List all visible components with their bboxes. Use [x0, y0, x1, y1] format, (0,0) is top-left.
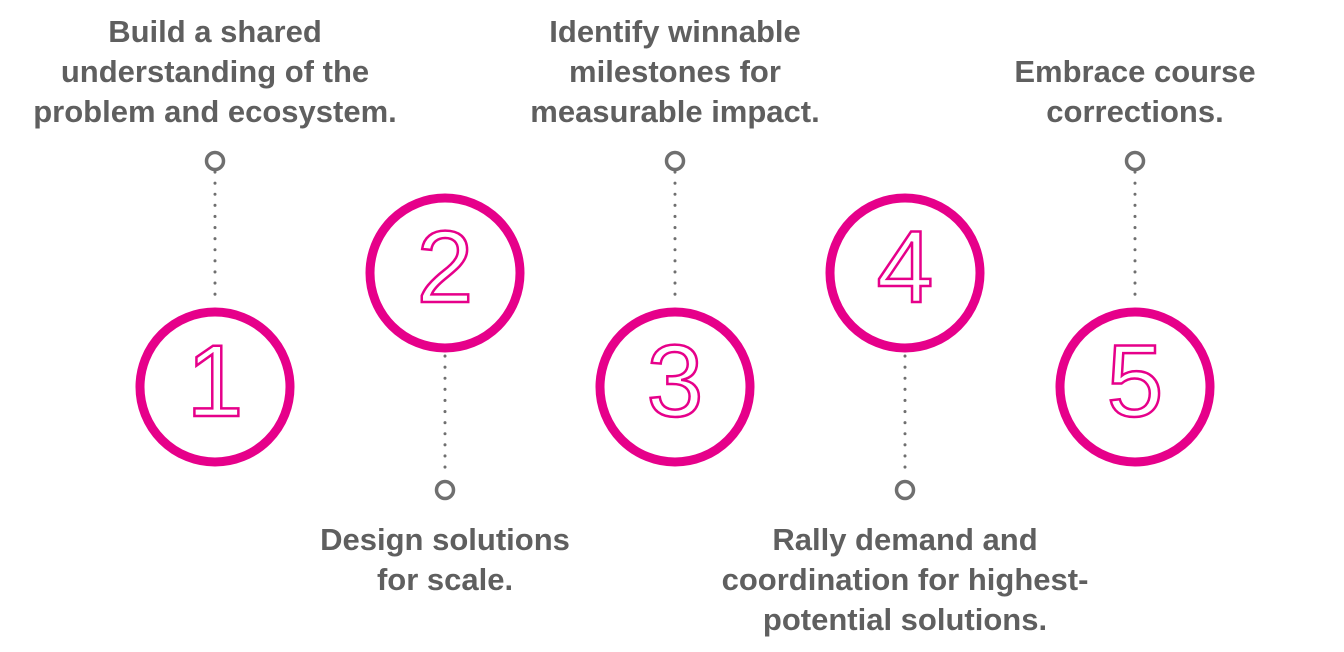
- step-2-number: 2: [417, 210, 474, 324]
- step-1-circle: 1: [135, 307, 295, 467]
- step-4-circle: 4: [825, 193, 985, 353]
- connector-1: [204, 150, 226, 306]
- step-2-description: Design solutions for scale.: [320, 522, 570, 597]
- step-2-circle: 2: [365, 193, 525, 353]
- connector-1-marker: [204, 150, 226, 172]
- connector-5-marker: [1124, 150, 1146, 172]
- step-3-description: Identify winnable milestones for measura…: [530, 14, 820, 129]
- step-5-circle: 5: [1055, 307, 1215, 467]
- connector-3: [664, 150, 686, 306]
- step-1-description: Build a shared understanding of the prob…: [33, 14, 397, 129]
- step-4-number: 4: [877, 210, 934, 324]
- step-5-number: 5: [1107, 324, 1164, 438]
- connector-2: [434, 354, 456, 501]
- step-3-number: 3: [647, 324, 704, 438]
- connector-5: [1124, 150, 1146, 306]
- step-3-circle: 3: [595, 307, 755, 467]
- connector-4: [894, 354, 916, 501]
- connector-4-marker: [894, 479, 916, 501]
- step-5-description: Embrace course corrections.: [1014, 54, 1256, 129]
- connector-2-marker: [434, 479, 456, 501]
- connector-3-marker: [664, 150, 686, 172]
- step-4-description: Rally demand and coordination for highes…: [721, 522, 1089, 637]
- step-1-number: 1: [187, 324, 244, 438]
